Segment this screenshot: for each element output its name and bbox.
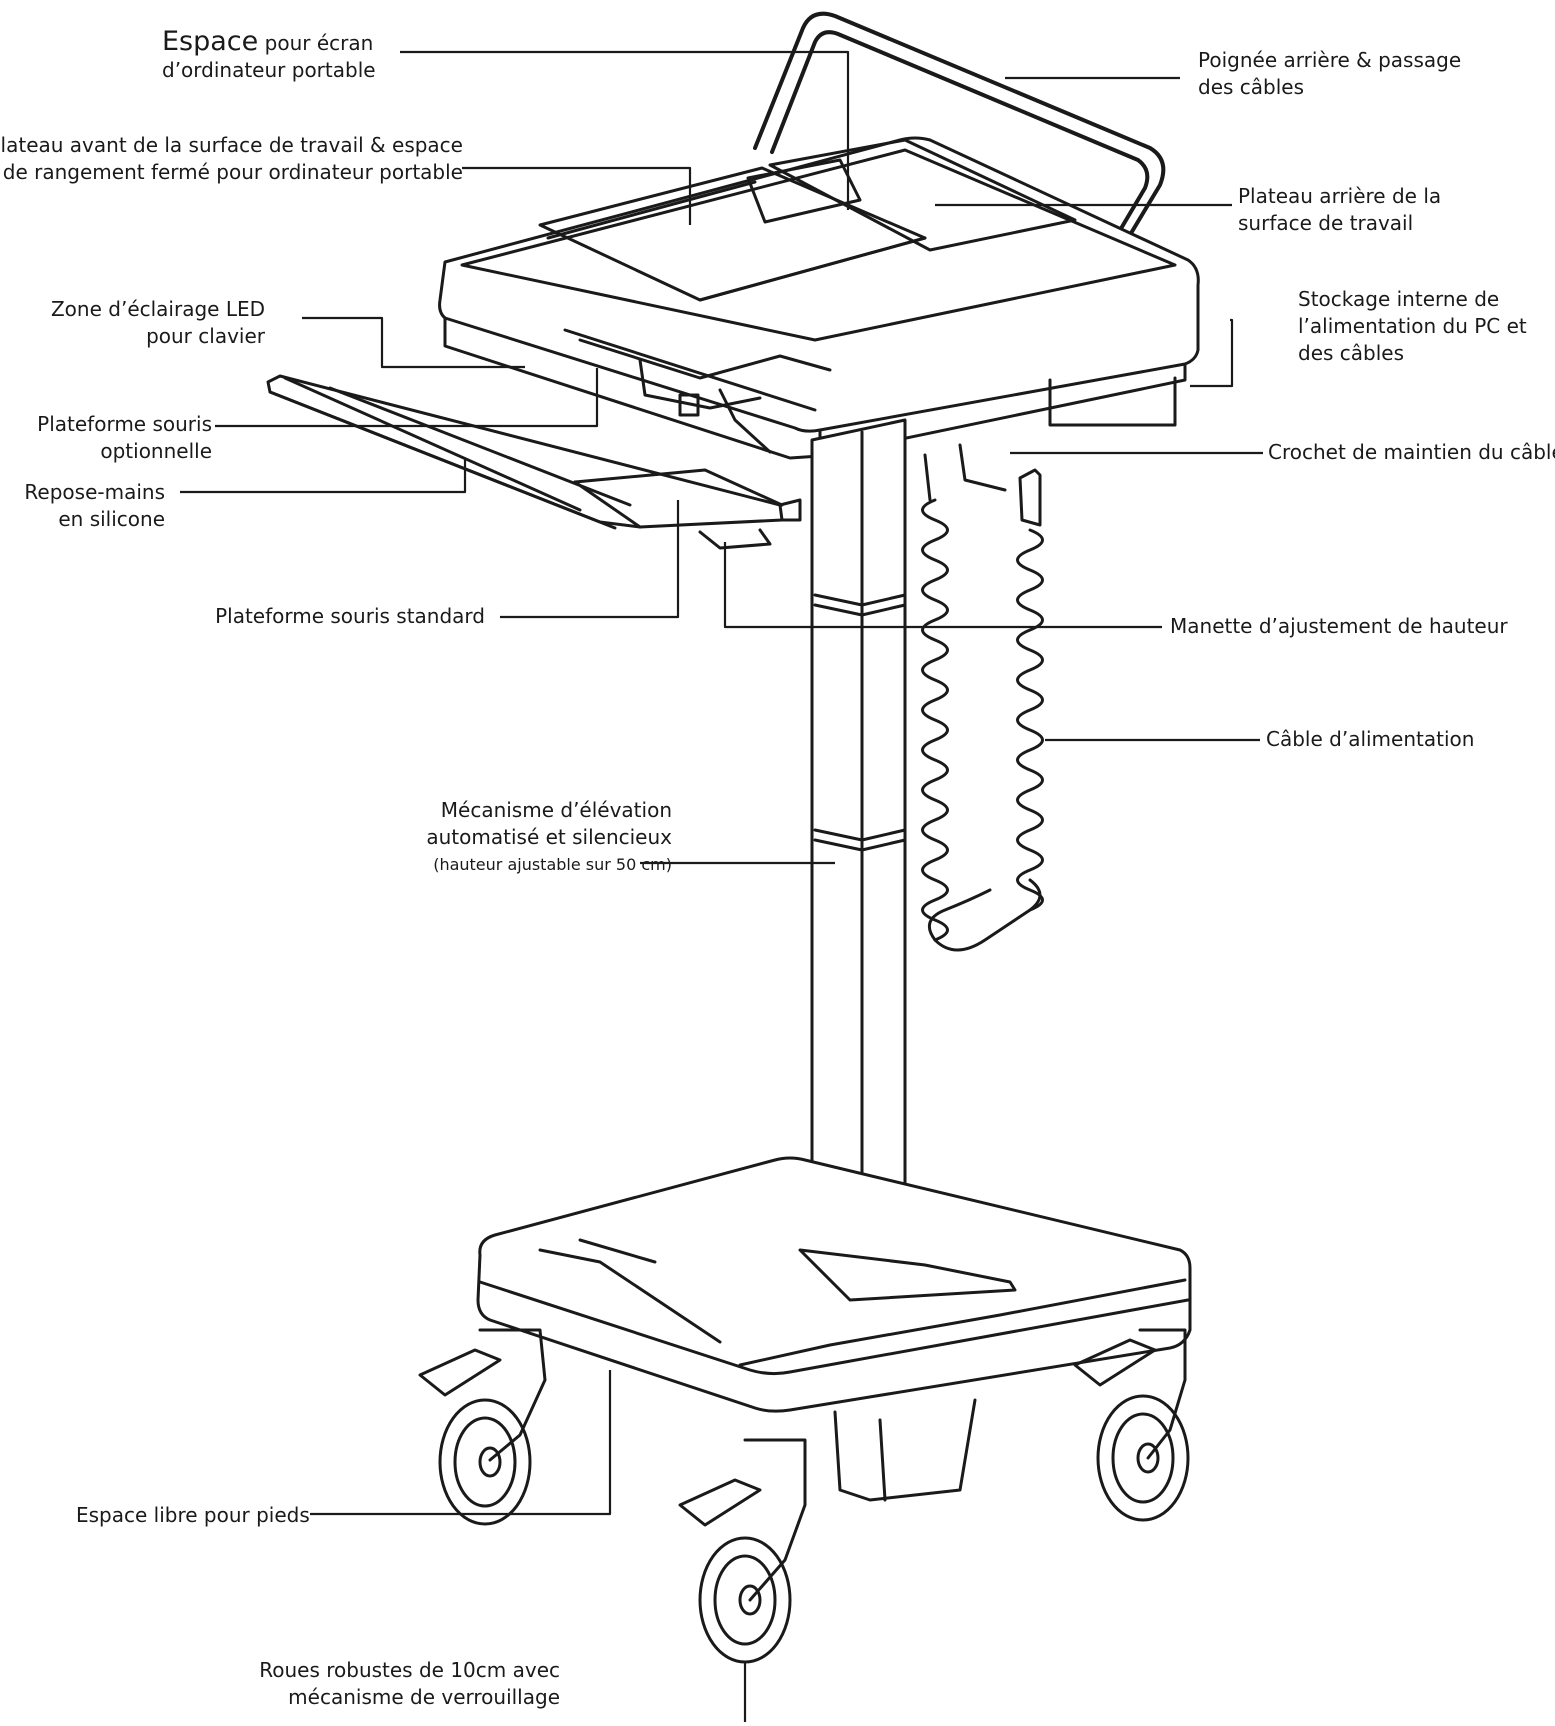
label-wheels-line1: Roues robustes de 10cm avec: [259, 1658, 560, 1682]
base: [476, 1156, 1192, 1502]
label-optional-mouse-line2: optionnelle: [100, 439, 212, 463]
label-power-cable: Câble d’alimentation: [1266, 726, 1474, 753]
lift-column: [798, 418, 927, 1272]
label-front-tray: Plateau avant de la surface de travail &…: [0, 132, 463, 186]
label-wrist-rest-line2: en silicone: [58, 507, 165, 531]
label-internal-storage-line1: Stockage interne de: [1298, 287, 1500, 311]
label-wheels: Roues robustes de 10cm avec mécanisme de…: [259, 1657, 560, 1711]
label-cable-hook-line1: Crochet de maintien du câble: [1268, 440, 1555, 464]
label-power-cable-line1: Câble d’alimentation: [1266, 727, 1475, 751]
label-wheels-line2: mécanisme de verrouillage: [288, 1685, 560, 1709]
label-standard-mouse-line1: Plateforme souris standard: [215, 604, 485, 628]
label-front-tray-line1: Plateau avant de la surface de travail &…: [0, 133, 463, 157]
label-lift-line2: automatisé et silencieux: [426, 825, 672, 849]
casters: [418, 1328, 1190, 1664]
label-led-zone-line1: Zone d’éclairage LED: [50, 297, 265, 321]
label-optional-mouse-line1: Plateforme souris: [37, 412, 212, 436]
label-front-tray-line2: de rangement fermé pour ordinateur porta…: [2, 160, 463, 184]
label-rear-tray-line2: surface de travail: [1238, 211, 1414, 235]
label-rear-tray: Plateau arrière de la surface de travail: [1238, 183, 1441, 237]
label-legroom: Espace libre pour pieds: [76, 1502, 310, 1529]
label-lift: Mécanisme d’élévation automatisé et sile…: [426, 797, 672, 878]
label-lift-line3: (hauteur ajustable sur 50 cm): [433, 855, 672, 874]
label-height-lever-line1: Manette d’ajustement de hauteur: [1170, 614, 1508, 638]
label-wrist-rest: Repose-mains en silicone: [24, 479, 165, 533]
label-legroom-line1: Espace libre pour pieds: [76, 1503, 310, 1527]
label-screen-space-rest: pour écran: [264, 31, 374, 55]
label-optional-mouse: Plateforme souris optionnelle: [37, 411, 212, 465]
label-cable-hook: Crochet de maintien du câble: [1268, 439, 1555, 466]
label-led-zone: Zone d’éclairage LED pour clavier: [51, 296, 265, 350]
label-lift-line1: Mécanisme d’élévation: [440, 798, 672, 822]
label-rear-handle-line1: Poignée arrière & passage: [1198, 48, 1462, 72]
label-screen-space: Espace pour écran d’ordinateur portable: [162, 28, 376, 84]
label-internal-storage-line2: l’alimentation du PC et: [1298, 314, 1527, 338]
label-internal-storage: Stockage interne de l’alimentation du PC…: [1298, 286, 1527, 367]
label-internal-storage-line3: des câbles: [1298, 341, 1405, 365]
keyboard-tray: [266, 374, 802, 550]
label-wrist-rest-line1: Repose-mains: [24, 480, 165, 504]
label-screen-space-line2: d’ordinateur portable: [162, 58, 376, 82]
worksurface: [438, 136, 1200, 460]
label-rear-handle-line2: des câbles: [1198, 75, 1305, 99]
rear-handle: [753, 11, 1166, 320]
label-rear-handle: Poignée arrière & passage des câbles: [1198, 47, 1461, 101]
label-screen-space-lead: Espace: [162, 26, 259, 57]
label-rear-tray-line1: Plateau arrière de la: [1238, 184, 1442, 208]
label-height-lever: Manette d’ajustement de hauteur: [1170, 613, 1508, 640]
leader-lines: [180, 50, 1263, 1722]
power-cable-coil: [921, 443, 1044, 952]
label-standard-mouse: Plateforme souris standard: [215, 603, 485, 630]
label-led-zone-line2: pour clavier: [146, 324, 265, 348]
